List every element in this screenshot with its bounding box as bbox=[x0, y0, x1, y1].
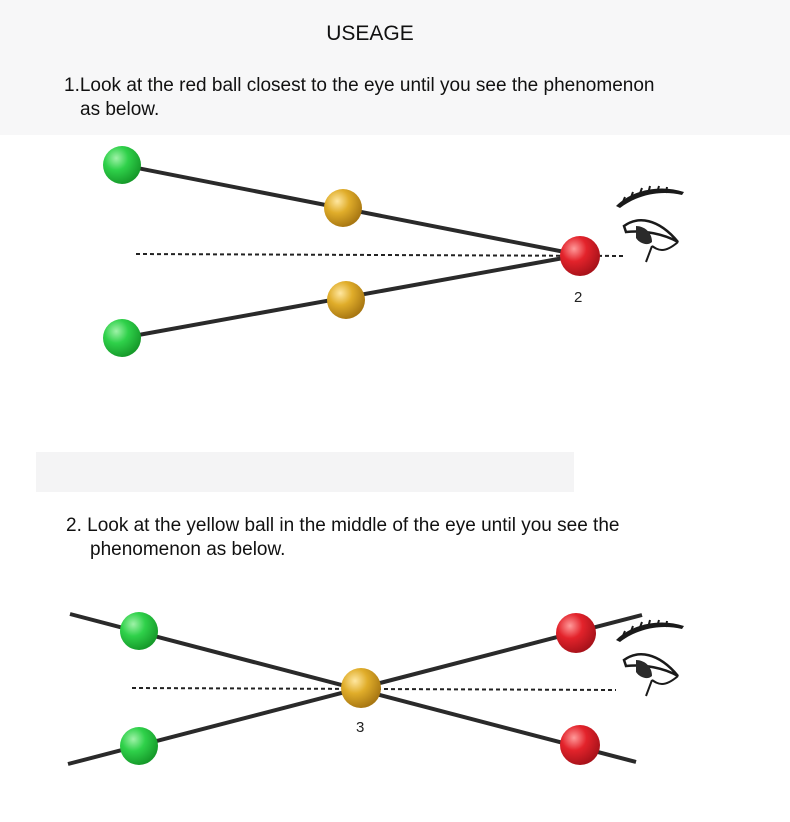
page-title: USEAGE bbox=[326, 22, 414, 45]
yellow-ball-center bbox=[341, 668, 381, 708]
red-ball-top bbox=[556, 613, 596, 653]
dotted-sight-line bbox=[131, 687, 617, 691]
decorative-gray-box bbox=[36, 452, 574, 492]
yellow-ball-bottom bbox=[327, 281, 365, 319]
green-ball-bottom bbox=[120, 727, 158, 765]
green-ball-bottom bbox=[103, 319, 141, 357]
yellow-ball-top bbox=[324, 189, 362, 227]
eye-icon bbox=[616, 185, 684, 263]
diagram-step2: 3 bbox=[67, 612, 684, 766]
step2-instruction: 2. Look at the yellow ball in the middle… bbox=[66, 514, 766, 562]
step1-line2: as below. bbox=[80, 99, 160, 120]
step2-line1: 2. Look at the yellow ball in the middle… bbox=[66, 515, 620, 536]
red-ball-bottom bbox=[560, 725, 600, 765]
step2-line2: phenomenon as below. bbox=[90, 539, 286, 560]
green-ball-top bbox=[103, 146, 141, 184]
step1-instruction: 1.Look at the red ball closest to the ey… bbox=[64, 74, 764, 122]
header-background bbox=[0, 0, 790, 135]
ball-number-label: 2 bbox=[574, 289, 582, 306]
dotted-sight-line bbox=[135, 253, 627, 257]
red-ball bbox=[560, 236, 600, 276]
ball-number-label: 3 bbox=[356, 719, 364, 736]
step1-line1: 1.Look at the red ball closest to the ey… bbox=[64, 75, 655, 96]
eye-icon bbox=[616, 619, 684, 697]
diagram-step1: 2 bbox=[103, 146, 684, 357]
green-ball-top bbox=[120, 612, 158, 650]
